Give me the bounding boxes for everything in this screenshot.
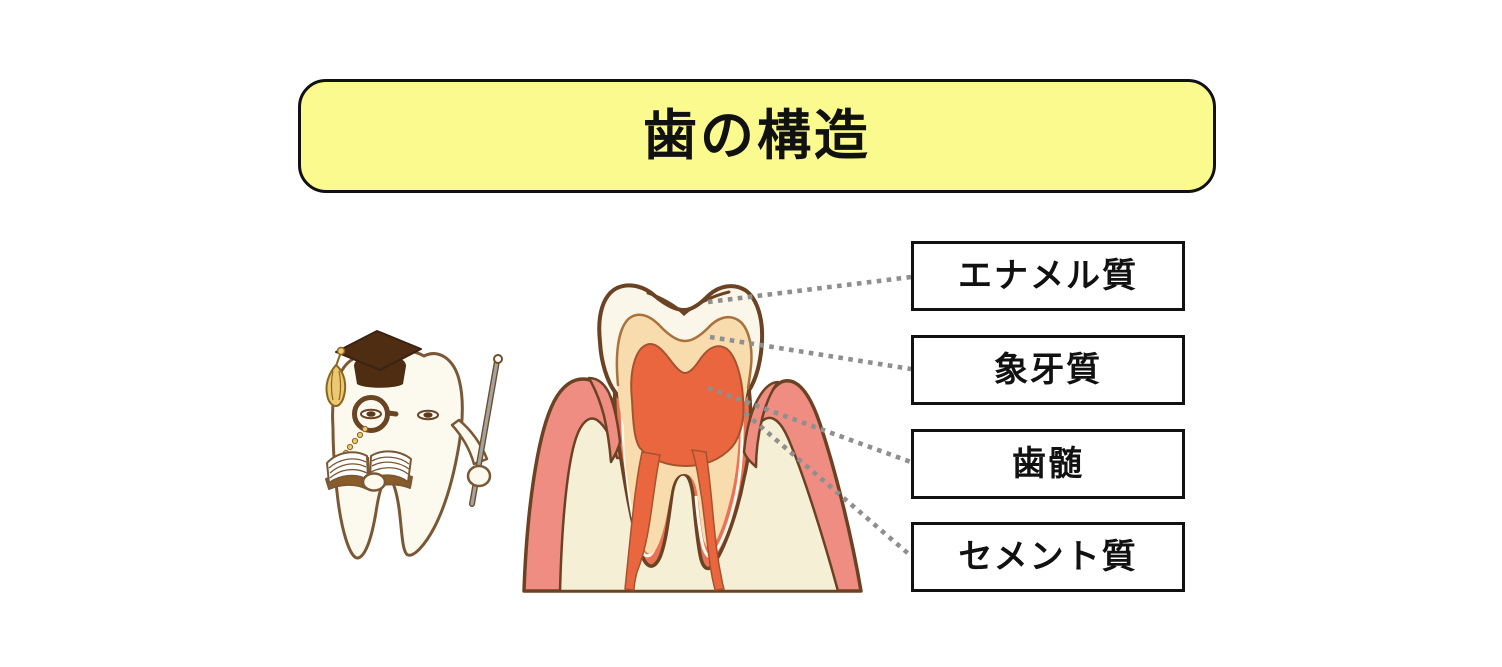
tooth-professor-icon — [325, 330, 503, 560]
gum-papilla-left — [587, 376, 622, 464]
label-text-pulp: 歯髄 — [1012, 444, 1084, 484]
pulp-chamber-shape — [630, 343, 745, 468]
leader-line-enamel — [707, 274, 912, 305]
label-text-dentin: 象牙質 — [994, 350, 1102, 390]
tassel-button — [336, 346, 346, 356]
mortarboard-cap-icon — [335, 330, 422, 371]
leader-line-pulp — [707, 385, 912, 465]
label-box-enamel: エナメル質 — [911, 241, 1185, 311]
leader-lines — [707, 274, 913, 558]
tooth-cross-section — [522, 283, 863, 593]
left-pupil — [366, 411, 376, 417]
page-title: 歯の構造 — [643, 104, 871, 167]
label-text-enamel: エナメル質 — [958, 256, 1138, 296]
right-hand — [466, 464, 492, 488]
label-text-cementum: セメント質 — [958, 537, 1138, 577]
tassel-icon — [325, 364, 347, 407]
label-box-pulp: 歯髄 — [911, 429, 1185, 499]
label-box-dentin: 象牙質 — [911, 335, 1185, 405]
label-box-cementum: セメント質 — [911, 522, 1185, 592]
left-hand — [361, 472, 387, 492]
leader-line-dentin — [709, 334, 912, 372]
dentin-enamel-junction — [615, 313, 753, 390]
gum-papilla-right — [742, 380, 780, 469]
leader-line-cementum — [743, 411, 913, 558]
right-pupil — [423, 412, 433, 418]
pointer-knob — [493, 354, 503, 364]
monocle-handle — [385, 410, 399, 417]
tassel-strands — [330, 370, 342, 401]
title-banner: 歯の構造 — [298, 79, 1216, 193]
book-right-page-lines — [370, 456, 410, 475]
fissure-crease — [646, 290, 731, 317]
root-canal-right — [690, 449, 726, 591]
root-canal-left — [624, 451, 661, 591]
book-left-page-lines — [328, 458, 368, 479]
